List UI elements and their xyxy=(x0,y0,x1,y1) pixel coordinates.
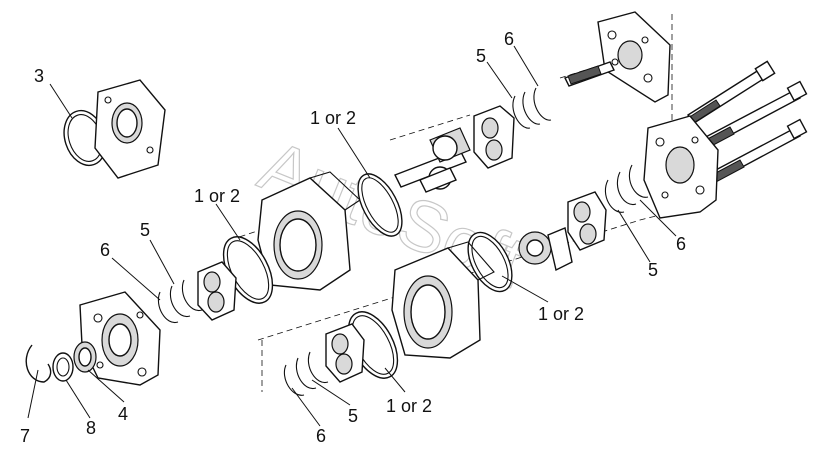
seal-rings-lower-left xyxy=(284,351,329,396)
bearing-block-lower-left xyxy=(325,323,365,383)
leader-lines xyxy=(27,45,677,427)
gear-set-upper xyxy=(394,127,471,193)
seal-rings-lower-right xyxy=(604,164,649,213)
callout-5-top: 5 xyxy=(476,46,486,66)
splined-shaft-top xyxy=(564,61,615,87)
end-cover-top-right xyxy=(597,11,671,103)
callout-1-or-2-top: 1 or 2 xyxy=(310,108,356,128)
callout-7: 7 xyxy=(20,426,30,446)
callout-6-left: 6 xyxy=(100,240,110,260)
pump-body-lower xyxy=(391,241,495,359)
callout-4: 4 xyxy=(118,404,128,424)
callout-6-bottom: 6 xyxy=(316,426,326,446)
washer xyxy=(52,352,74,382)
flange-plate-top-left xyxy=(63,79,166,179)
callout-1-or-2-left: 1 or 2 xyxy=(194,186,240,206)
callout-1-or-2-right: 1 or 2 xyxy=(538,304,584,324)
o-ring-right xyxy=(467,231,513,293)
callout-5-right: 5 xyxy=(648,260,658,280)
tie-bolts xyxy=(686,60,808,183)
o-ring-top xyxy=(357,173,403,237)
snap-ring xyxy=(25,344,52,383)
pump-body-upper xyxy=(257,171,361,291)
front-flange xyxy=(79,291,161,386)
callout-5-bottom: 5 xyxy=(348,406,358,426)
seal-rings-upper xyxy=(512,87,552,129)
callout-6-top: 6 xyxy=(504,29,514,49)
callout-labels: 3 5 6 1 or 2 1 or 2 5 6 6 5 1 or 2 7 8 4… xyxy=(20,29,686,446)
bearing-block-upper xyxy=(473,105,515,169)
callout-6-right: 6 xyxy=(676,234,686,254)
callout-8: 8 xyxy=(86,418,96,438)
shaft-seal xyxy=(73,341,97,373)
seal-rings-left xyxy=(158,279,203,323)
callout-1-or-2-bottom: 1 or 2 xyxy=(386,396,432,416)
callout-5-left: 5 xyxy=(140,220,150,240)
bearing-block-left xyxy=(197,261,237,321)
bearing-block-lower-right xyxy=(567,191,607,251)
callout-3: 3 xyxy=(34,66,44,86)
rear-cover-right xyxy=(643,115,719,219)
gear-set-lower xyxy=(518,227,573,272)
